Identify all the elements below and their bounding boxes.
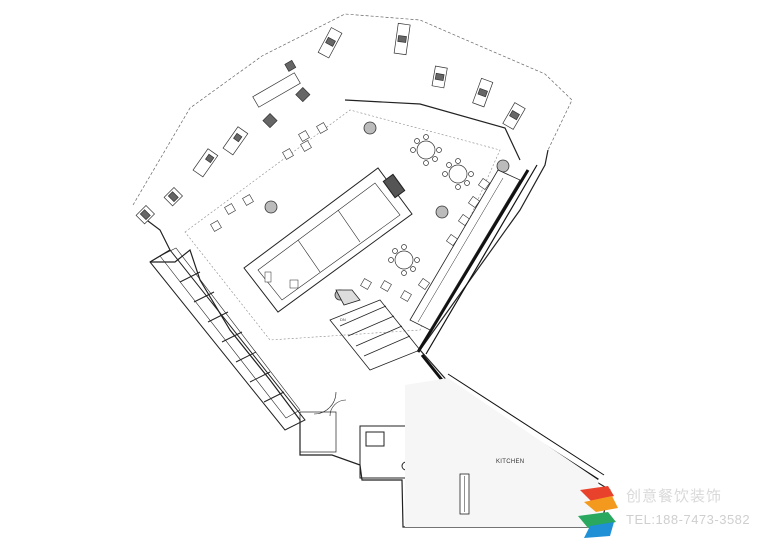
right-counter xyxy=(409,169,521,331)
stair-lower xyxy=(329,289,421,371)
central-bar-counter xyxy=(243,167,413,313)
booth-tables xyxy=(210,122,490,302)
watermark-logo-icon xyxy=(578,486,618,538)
stair-left xyxy=(149,247,306,431)
watermark: 创意餐饮装饰 TEL:188-7473-3582 xyxy=(574,482,779,544)
kitchen xyxy=(405,378,604,527)
columns xyxy=(264,121,510,301)
site-boundary xyxy=(132,13,573,206)
kitchen-label: KITCHEN xyxy=(496,459,524,465)
perimeter-booths xyxy=(135,22,526,225)
round-table xyxy=(388,244,420,276)
round-tables xyxy=(388,134,474,276)
door-tag-label: DN xyxy=(340,317,346,322)
round-table xyxy=(442,158,474,190)
watermark-phone: TEL:188-7473-3582 xyxy=(626,512,751,527)
restroom-block xyxy=(299,391,421,479)
round-table xyxy=(410,134,442,166)
watermark-brand: 创意餐饮装饰 xyxy=(626,487,723,505)
